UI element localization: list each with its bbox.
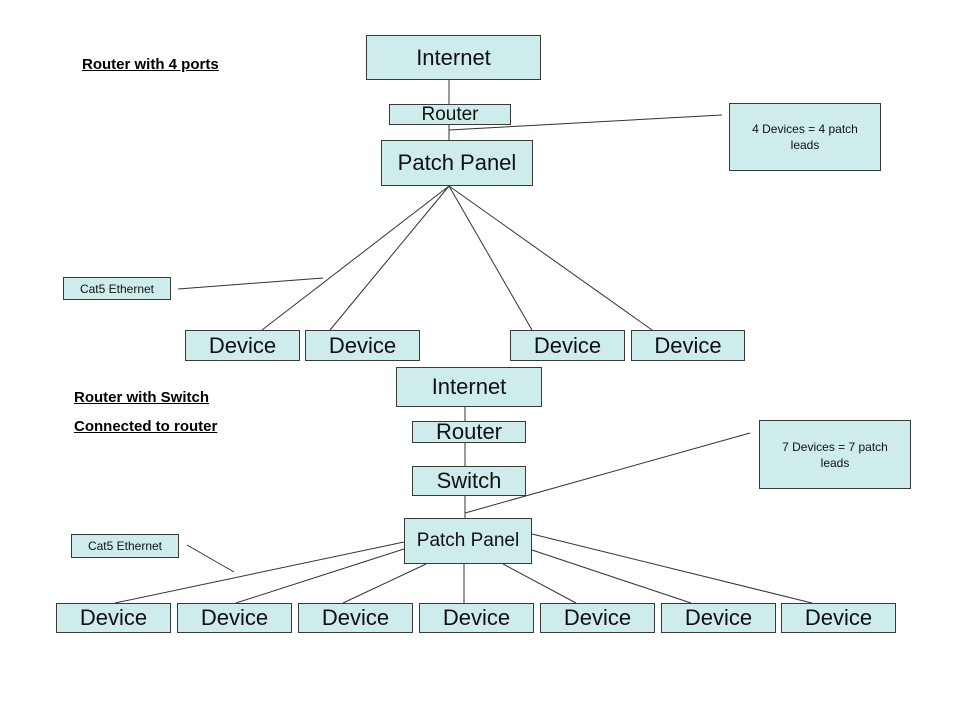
router-node-bottom: Router [412,419,526,444]
device-node: Device [510,330,625,361]
link-bottom-device-3 [342,563,427,604]
heading-connected-to-router: Connected to router [74,418,218,435]
device-node: Device [419,603,534,633]
router-node-top: Router [389,104,511,125]
internet-node-bottom: Internet [396,367,542,407]
link-bottom-device-1 [114,541,405,604]
cable-pointer-top [177,277,324,290]
device-node: Device [661,603,776,633]
note-pointer-top [448,114,723,131]
patch-panel-node-top: Patch Panel [381,140,533,186]
device-node: Device [56,603,171,633]
cable-label-top: Cat5 Ethernet [63,277,171,300]
device-node: Device [305,330,420,361]
device-node: Device [298,603,413,633]
note-pointer-bottom [464,432,751,514]
device-node: Device [177,603,292,633]
link-patch-device-3 [448,185,533,331]
link-bottom-device-6 [531,549,692,604]
link-bottom-device-5 [502,563,577,604]
heading-router-4-ports: Router with 4 ports [82,56,219,73]
note-box-top: 4 Devices = 4 patch leads [729,103,881,171]
link-patch-device-2 [329,185,450,331]
link-bottom-device-2 [235,548,405,604]
link-patch-device-1 [261,185,450,331]
note-box-bottom: 7 Devices = 7 patch leads [759,420,911,489]
device-node: Device [185,330,300,361]
link-patch-device-4 [448,185,653,331]
internet-node-top: Internet [366,35,541,80]
cable-label-bottom: Cat5 Ethernet [71,534,179,558]
heading-router-with-switch: Router with Switch [74,389,209,406]
link-bottom-device-7 [531,533,813,604]
device-node: Device [540,603,655,633]
switch-node: Switch [412,466,526,496]
cable-pointer-bottom [186,544,235,573]
device-node: Device [781,603,896,633]
patch-panel-node-bottom: Patch Panel [404,518,532,564]
device-node: Device [631,330,745,361]
